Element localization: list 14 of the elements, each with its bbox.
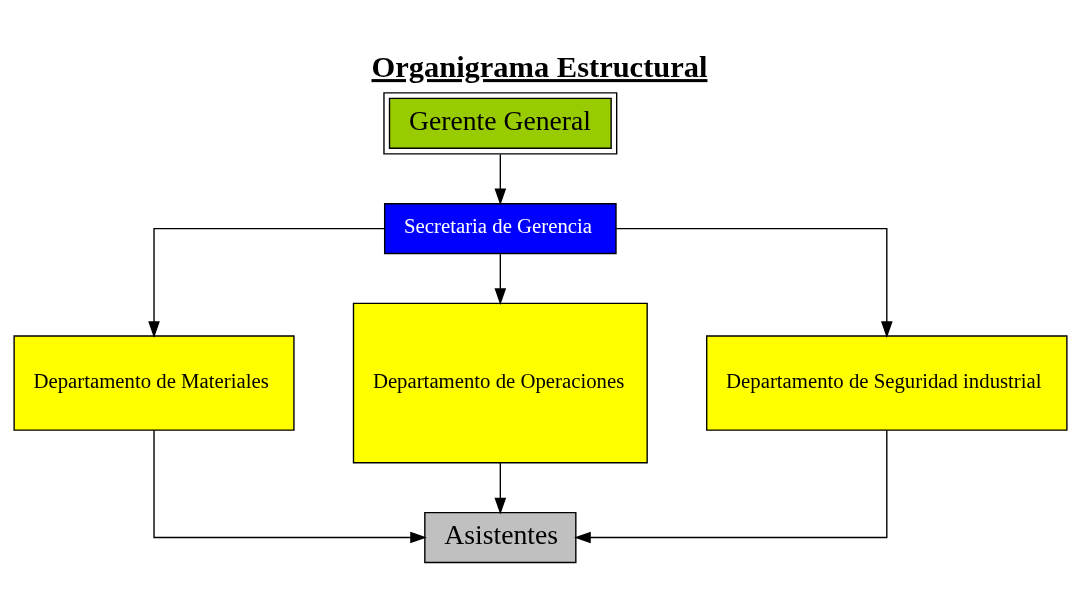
arrow: [148, 227, 386, 338]
node-box: Asistentes: [424, 511, 577, 563]
node-box: Departamento de Operaciones: [352, 302, 648, 463]
diagram-title: Organigrama Estructural: [371, 49, 708, 84]
node-box: Departamento de Seguridad industrial: [706, 334, 1068, 431]
arrow: [574, 429, 888, 543]
arrow: [615, 227, 893, 338]
arrow: [153, 429, 427, 543]
arrow: [494, 153, 507, 205]
arrow: [494, 461, 507, 514]
node-box: Gerente General: [383, 91, 618, 154]
node-box: Secretaria de Gerencia: [383, 202, 617, 254]
arrow: [494, 252, 507, 305]
node-box: Departamento de Materiales: [13, 334, 295, 431]
